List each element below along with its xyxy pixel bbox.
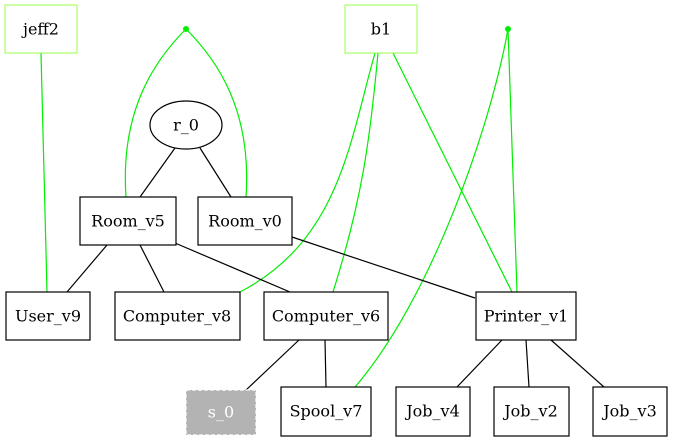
node-jeff2: jeff2: [4, 4, 78, 54]
node-job-v2-label: Job_v2: [502, 402, 558, 421]
node-computer-v6-label: Computer_v6: [272, 307, 380, 326]
node-computer-v8-label: Computer_v8: [123, 307, 231, 326]
edge-r_0-room_v5: [139, 147, 176, 198]
node-room-v5-box: [79, 196, 177, 246]
node-r_0-ellipse: [149, 100, 223, 150]
edge-printer_v1-job_v2: [525, 339, 530, 388]
edge-computer_v6-spool_v7: [324, 339, 327, 388]
edge-room_v0-printer_v1: [291, 236, 476, 299]
node-job-v3-label: Job_v3: [601, 402, 657, 421]
node-job-v4-box: [395, 386, 471, 437]
node-job-v4-label: Job_v4: [404, 402, 460, 421]
node-s_0-box: [185, 389, 257, 436]
node-printer-v1-label: Printer_v1: [484, 307, 569, 326]
node-s_0-label: s_0: [208, 403, 234, 422]
node-job-v2: Job_v2: [493, 386, 570, 437]
node-job-v4: Job_v4: [395, 386, 471, 437]
node-printer-v1: Printer_v1: [475, 291, 577, 341]
node-b1-label: b1: [371, 20, 391, 39]
node-b1: b1: [344, 4, 418, 54]
edge-computer_v6-s_0: [245, 339, 300, 391]
node-room-v5: Room_v5: [79, 196, 177, 246]
node-r_0-label: r_0: [173, 116, 199, 135]
node-job-v3: Job_v3: [592, 386, 668, 437]
node-s_0: s_0: [185, 389, 257, 436]
edge-printer_v1-job_v4: [456, 339, 503, 388]
node-spool-v7: Spool_v7: [280, 386, 372, 437]
edge-b1-computer_v6: [332, 52, 379, 293]
node-user-v9: User_v9: [5, 291, 91, 341]
node-spool-v7-box: [280, 386, 372, 437]
node-room-v5-label: Room_v5: [91, 212, 165, 231]
edge-dot2-spool_v7: [354, 28, 509, 388]
edge-dot1-room_v0: [185, 28, 248, 198]
node-printer-v1-box: [475, 291, 577, 341]
edge-dot2-printer_v1: [507, 28, 518, 293]
edge-r_0-room_v0: [199, 147, 232, 198]
black-edges: [66, 147, 605, 391]
node-computer-v6-box: [263, 291, 389, 341]
node-user-v9-label: User_v9: [15, 307, 81, 326]
point-node-2: [505, 26, 511, 32]
edge-dot1-room_v5: [124, 28, 187, 198]
point-node-1: [183, 26, 189, 32]
node-job-v3-box: [592, 386, 668, 437]
edge-b1-printer_v1: [392, 52, 513, 293]
node-b1-box: [344, 4, 418, 54]
node-computer-v8-box: [114, 291, 241, 341]
node-r_0: r_0: [149, 100, 223, 150]
green-edges: [40, 28, 518, 388]
edge-room_v5-user_v9: [66, 244, 108, 293]
node-job-v2-box: [493, 386, 570, 437]
node-room-v0: Room_v0: [197, 196, 293, 246]
node-jeff2-label: jeff2: [21, 20, 59, 39]
edge-printer_v1-job_v3: [550, 339, 605, 388]
node-user-v9-box: [5, 291, 91, 341]
edge-jeff2-user_v9: [40, 52, 48, 293]
edge-room_v5-computer_v6: [174, 242, 291, 293]
edge-b1-computer_v8: [239, 52, 376, 293]
node-jeff2-box: [4, 4, 78, 54]
node-computer-v6: Computer_v6: [263, 291, 389, 341]
edge-room_v5-computer_v8: [139, 244, 165, 293]
node-computer-v8: Computer_v8: [114, 291, 241, 341]
node-room-v0-box: [197, 196, 293, 246]
node-room-v0-label: Room_v0: [208, 212, 282, 231]
node-spool-v7-label: Spool_v7: [290, 402, 363, 421]
